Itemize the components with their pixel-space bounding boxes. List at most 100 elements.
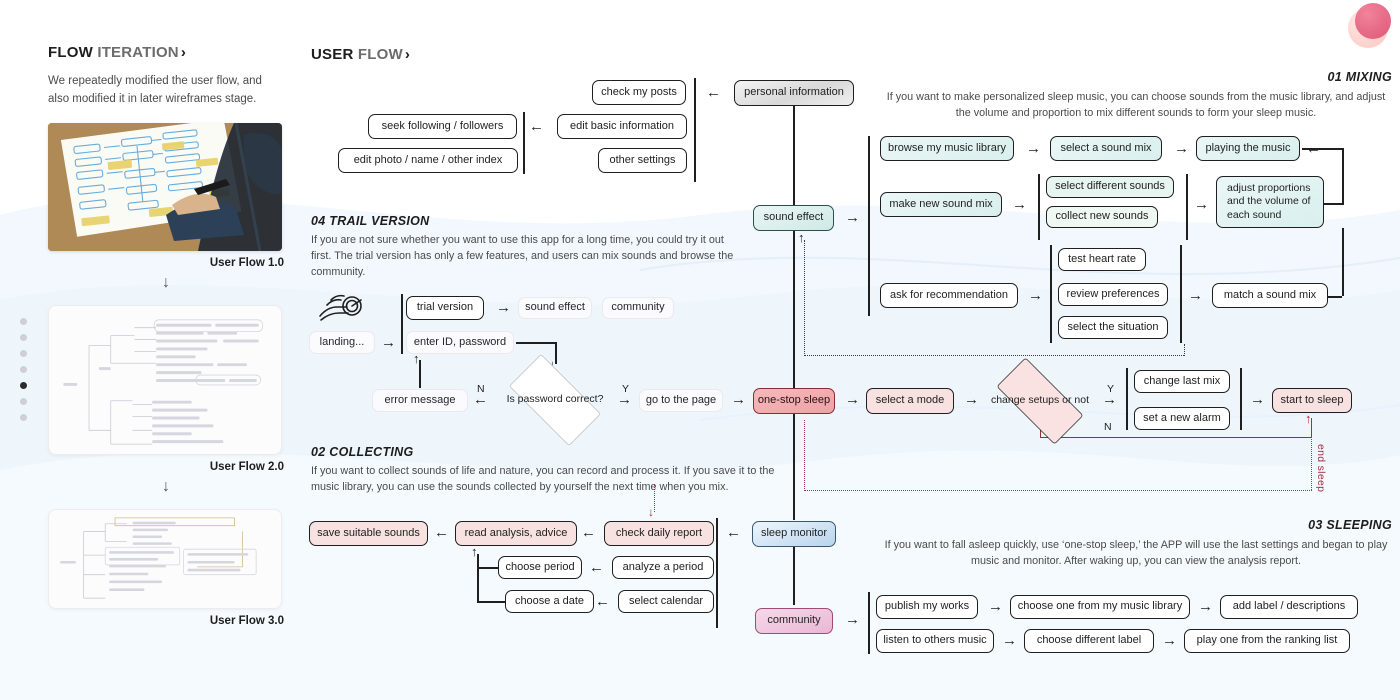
merge-line-period-date xyxy=(477,554,479,602)
user-flow-1-thumb-wrap[interactable]: User Flow 1.0 xyxy=(48,122,284,269)
node-landing[interactable]: landing... xyxy=(309,331,375,354)
arrow-mode-to-decision: → xyxy=(964,391,979,408)
node-playing-the-music[interactable]: playing the music xyxy=(1196,136,1300,161)
nav-dot-1[interactable] xyxy=(20,318,27,325)
node-select-the-situation[interactable]: select the situation xyxy=(1058,316,1168,339)
node-choose-period[interactable]: choose period xyxy=(498,556,582,579)
spine-monitor-to-community xyxy=(793,547,795,605)
node-analyze-a-period[interactable]: analyze a period xyxy=(612,556,714,579)
page-nav-dots[interactable] xyxy=(20,318,27,430)
node-add-label-descriptions[interactable]: add label / descriptions xyxy=(1220,595,1358,619)
arrow-up-merge-to-analysis: ↑ xyxy=(471,544,478,559)
node-select-calendar[interactable]: select calendar xyxy=(618,590,714,613)
node-choose-different-label[interactable]: choose different label xyxy=(1024,629,1154,653)
user-flow-title-light: FLOW xyxy=(357,46,403,63)
section-collecting-header: 02 COLLECTING If you want to collect sou… xyxy=(311,445,781,495)
arrow-sounds-to-adjust: → xyxy=(1194,196,1209,213)
node-trial-community[interactable]: community xyxy=(602,297,674,319)
node-trial-version[interactable]: trial version xyxy=(406,296,484,320)
node-other-settings[interactable]: other settings xyxy=(598,148,687,173)
spine-sound-to-onestop xyxy=(793,231,795,389)
arrow-publish-to-choose: → xyxy=(988,598,1003,615)
node-edit-photo-name-other-index[interactable]: edit photo / name / other index xyxy=(338,148,518,173)
user-flow-2-thumb-wrap[interactable]: User Flow 2.0 xyxy=(48,304,284,473)
divider-recommend-options xyxy=(1050,245,1052,343)
user-flow-3-label: User Flow 3.0 xyxy=(209,614,284,627)
arrow-community-to-options: → xyxy=(845,611,860,628)
node-browse-my-music-library[interactable]: browse my music library xyxy=(880,136,1014,161)
arrow-onestop-to-mode: → xyxy=(845,391,860,408)
decision-change-setups-label: change setups or not xyxy=(990,394,1090,407)
node-go-to-the-page[interactable]: go to the page xyxy=(639,389,723,412)
section-mixing-header: 01 MIXING If you want to make personaliz… xyxy=(880,70,1392,121)
node-select-a-mode[interactable]: select a mode xyxy=(866,388,954,414)
node-play-one-from-the-ranking-list[interactable]: play one from the ranking list xyxy=(1184,629,1350,653)
node-collect-new-sounds[interactable]: collect new sounds xyxy=(1046,206,1158,228)
hand-click-icon xyxy=(319,294,362,321)
decision-change-setups-or-not[interactable]: change setups or not xyxy=(982,357,1098,445)
arrow-landing-to-trial: → xyxy=(381,334,396,351)
nav-dot-6[interactable] xyxy=(20,398,27,405)
node-sound-effect[interactable]: sound effect xyxy=(753,205,834,231)
loop-line-match-vertical xyxy=(1342,228,1344,296)
node-set-a-new-alarm[interactable]: set a new alarm xyxy=(1134,407,1230,430)
divider-mixing-group xyxy=(868,136,870,316)
user-flow-3-thumb-wrap[interactable]: User Flow 3.0 xyxy=(48,508,284,627)
arrow-up-into-sound-effect: ↑ xyxy=(798,230,805,245)
photo-illustration xyxy=(48,122,282,251)
section-sleeping-header: 03 SLEEPING If you want to fall asleep q… xyxy=(880,518,1392,569)
node-sleep-monitor[interactable]: sleep monitor xyxy=(752,521,836,547)
node-choose-one-from-my-music-library[interactable]: choose one from my music library xyxy=(1010,595,1190,619)
loop-line-vertical xyxy=(1342,148,1344,204)
arrow-label-to-ranking: → xyxy=(1162,632,1177,649)
node-read-analysis-advice[interactable]: read analysis, advice xyxy=(455,521,577,546)
node-personal-information[interactable]: personal information xyxy=(734,80,854,106)
user-flow-1-label: User Flow 1.0 xyxy=(209,256,284,269)
nav-dot-5[interactable] xyxy=(20,382,27,389)
flow-iteration-title: FLOW ITERATION› xyxy=(48,44,284,61)
user-flow-3-sketch[interactable] xyxy=(48,508,282,609)
node-listen-to-others-music[interactable]: listen to others music xyxy=(876,629,994,653)
node-error-message[interactable]: error message xyxy=(372,389,468,412)
node-review-preferences[interactable]: review preferences xyxy=(1058,283,1168,306)
nav-dot-2[interactable] xyxy=(20,334,27,341)
node-edit-basic-information[interactable]: edit basic information xyxy=(557,114,687,139)
arrow-up-error-to-enterid: ↑ xyxy=(413,351,420,366)
arrow-select-to-playing: → xyxy=(1174,140,1189,157)
section-collecting-number: 02 COLLECTING xyxy=(311,445,414,459)
section-collecting-description: If you want to collect sounds of life an… xyxy=(311,465,775,494)
node-check-daily-report[interactable]: check daily report xyxy=(604,521,714,546)
node-test-heart-rate[interactable]: test heart rate xyxy=(1058,248,1146,271)
node-ask-for-recommendation[interactable]: ask for recommendation xyxy=(880,283,1018,308)
node-start-to-sleep[interactable]: start to sleep xyxy=(1272,388,1352,413)
divider-report-group xyxy=(716,518,718,628)
user-flow-1-photo[interactable] xyxy=(48,122,282,251)
node-select-different-sounds[interactable]: select different sounds xyxy=(1046,176,1174,198)
node-save-suitable-sounds[interactable]: save suitable sounds xyxy=(309,521,428,546)
node-select-a-sound-mix[interactable]: select a sound mix xyxy=(1050,136,1162,161)
node-enter-id-password[interactable]: enter ID, password xyxy=(406,331,514,354)
node-one-stop-sleep[interactable]: one-stop sleep xyxy=(753,388,835,414)
node-check-my-posts[interactable]: check my posts xyxy=(592,80,686,105)
line-enterid-to-diamond xyxy=(516,342,556,344)
nav-dot-7[interactable] xyxy=(20,414,27,421)
arrow-listen-to-label: → xyxy=(1002,632,1017,649)
flow-iteration-panel: FLOW ITERATION› We repeatedly modified t… xyxy=(48,44,284,627)
node-trial-sound-effect[interactable]: sound effect xyxy=(518,297,592,319)
node-change-last-mix[interactable]: change last mix xyxy=(1134,370,1230,393)
node-make-new-sound-mix[interactable]: make new sound mix xyxy=(880,192,1002,217)
user-flow-2-sketch[interactable] xyxy=(48,304,282,455)
nav-dot-4[interactable] xyxy=(20,366,27,373)
node-adjust-proportions[interactable]: adjust proportions and the volume of eac… xyxy=(1216,176,1324,228)
node-choose-a-date[interactable]: choose a date xyxy=(505,590,594,613)
chevron-right-icon-2: › xyxy=(404,46,411,63)
nav-dot-3[interactable] xyxy=(20,350,27,357)
node-community[interactable]: community xyxy=(755,608,833,634)
arrow-calendar-to-date: ← xyxy=(595,593,610,610)
node-match-a-sound-mix[interactable]: match a sound mix xyxy=(1212,283,1328,308)
node-seek-following-followers[interactable]: seek following / followers xyxy=(368,114,517,139)
merge-line-date-h xyxy=(477,601,507,603)
decision-is-password-correct[interactable]: Is password correct? xyxy=(495,354,615,446)
node-publish-my-works[interactable]: publish my works xyxy=(876,595,978,619)
dotted-end-sleep-vertical xyxy=(1311,418,1312,490)
